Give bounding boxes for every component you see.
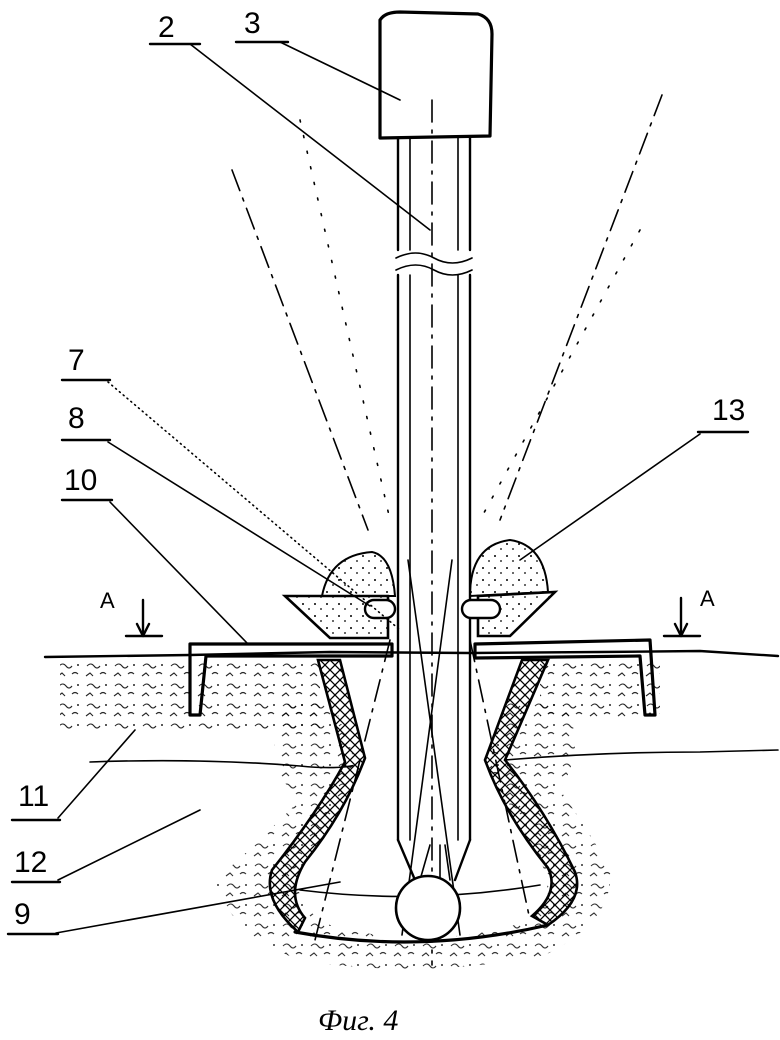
- label-7: 7: [68, 344, 85, 377]
- rod-part-2: [395, 136, 473, 882]
- spray-lines: [231, 94, 663, 941]
- clamp-part-8-left: [363, 598, 397, 620]
- cap-part-3: [378, 10, 494, 140]
- section-mark-right-label: A: [700, 586, 715, 611]
- label-12: 12: [14, 846, 47, 879]
- label-8: 8: [68, 402, 85, 435]
- callout-12: 12: [10, 809, 201, 884]
- clamp-part-8-right: [460, 598, 502, 620]
- section-mark-left-label: A: [100, 588, 115, 613]
- label-3: 3: [244, 7, 261, 40]
- label-13: 13: [712, 394, 745, 427]
- base-plate-part-10: [188, 638, 657, 717]
- ball-tip: [394, 874, 462, 942]
- label-9: 9: [14, 898, 31, 931]
- label-2: 2: [158, 11, 175, 44]
- cavity-interior: [298, 662, 548, 938]
- cavity-bottom: [293, 923, 550, 944]
- granular-mound-left: [320, 550, 397, 597]
- callout-3: 3: [234, 7, 401, 101]
- callout-2: 2: [148, 11, 431, 231]
- callout-13: 13: [519, 394, 750, 561]
- figure-caption: Фиг. 4: [318, 1004, 398, 1037]
- callout-11: 11: [10, 729, 136, 822]
- cavity-wall-left: [268, 658, 367, 935]
- section-mark-left: A: [100, 588, 164, 638]
- callout-8: 8: [60, 402, 371, 607]
- callout-7: 7: [60, 344, 401, 631]
- callout-9: 9: [6, 881, 341, 936]
- callout-10: 10: [60, 464, 249, 645]
- label-11: 11: [18, 780, 49, 813]
- label-10: 10: [64, 464, 97, 497]
- ground-line: [43, 649, 780, 659]
- section-mark-right: A: [662, 586, 715, 638]
